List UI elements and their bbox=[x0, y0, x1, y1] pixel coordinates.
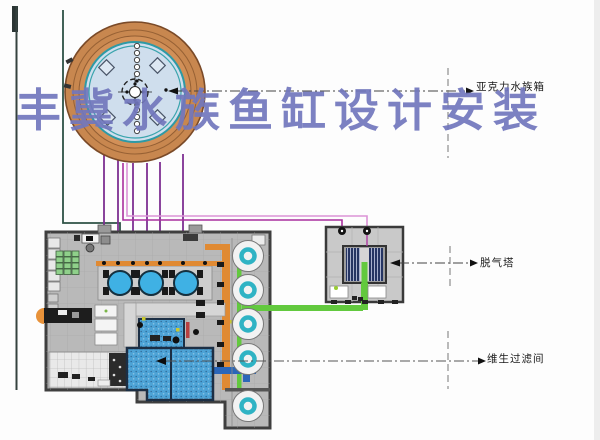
wall-lockers bbox=[47, 237, 61, 313]
degassing-tower-label: 脱气塔 bbox=[480, 257, 515, 269]
leader-degassing-tower bbox=[390, 246, 478, 286]
round-fish-tanks bbox=[103, 270, 203, 296]
tower-media-panel bbox=[346, 248, 360, 281]
aquarium-label: 亚克力水族箱 bbox=[476, 81, 545, 93]
green-grid-cells bbox=[55, 250, 80, 275]
left-pump-machine bbox=[36, 308, 92, 324]
leader-aquarium bbox=[168, 68, 474, 158]
orange-pipes bbox=[96, 244, 230, 390]
tower-media-panel bbox=[369, 248, 383, 281]
green-pipe-horizontal bbox=[242, 305, 363, 311]
page-edge-band bbox=[594, 0, 600, 440]
top-machinery bbox=[74, 233, 111, 253]
watermark-text: 丰冀水族鱼缸设计安装 bbox=[16, 84, 547, 137]
ring-mark bbox=[63, 83, 72, 89]
corridor bbox=[132, 302, 226, 317]
ring-mark bbox=[65, 57, 74, 65]
tank-diamond-markers bbox=[97, 56, 167, 127]
magenta-pipe bbox=[122, 163, 343, 228]
dark-equipment-rack bbox=[109, 353, 126, 386]
degassing-tower-unit bbox=[324, 225, 405, 310]
filtration-room-label: 维生过滤间 bbox=[487, 353, 545, 365]
pink-pipe bbox=[126, 163, 368, 228]
tower-green-downpipe bbox=[361, 283, 368, 310]
tank-center-target bbox=[118, 75, 152, 109]
sand-filter-circles bbox=[225, 238, 270, 426]
plant-room-plan bbox=[36, 224, 363, 430]
leader-anchor-dot bbox=[164, 88, 168, 92]
mid-machinery bbox=[137, 262, 234, 367]
tank-fitting-chain bbox=[133, 42, 141, 135]
page-border-line bbox=[12, 6, 18, 390]
flow-arrow-left bbox=[156, 357, 166, 365]
acrylic-tank-plan bbox=[63, 21, 206, 163]
leader-filtration-room bbox=[166, 331, 486, 389]
